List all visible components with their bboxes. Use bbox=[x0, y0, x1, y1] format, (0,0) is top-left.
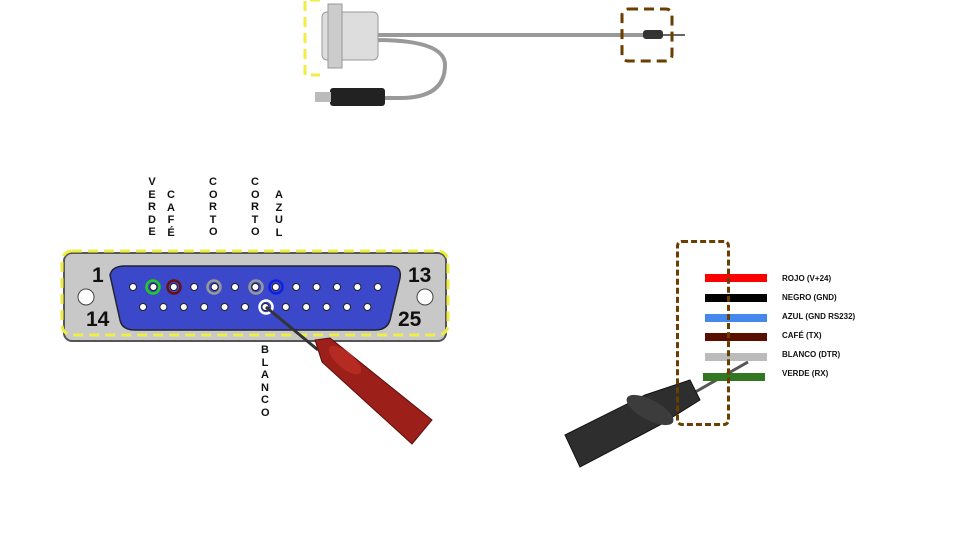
pin bbox=[210, 283, 219, 291]
pin bbox=[179, 303, 188, 311]
pin bbox=[333, 283, 341, 291]
cable-illustration bbox=[303, 0, 685, 106]
pin-number-13: 13 bbox=[408, 264, 432, 287]
pin bbox=[200, 303, 209, 311]
red-probe bbox=[265, 305, 433, 445]
pin bbox=[353, 283, 362, 291]
pin-label-blanco: BLANCO bbox=[261, 344, 270, 419]
wire-label-blanco: BLANCO (DTR) bbox=[782, 350, 841, 359]
wire-label-azul: AZUL (GND RS232) bbox=[782, 312, 856, 321]
pin bbox=[220, 303, 229, 311]
pin bbox=[159, 303, 168, 311]
pin bbox=[322, 303, 331, 311]
pin bbox=[190, 283, 199, 291]
wire-negro bbox=[705, 294, 767, 302]
pin-number-14: 14 bbox=[86, 308, 110, 331]
wire-cafe bbox=[705, 333, 767, 341]
pin bbox=[251, 283, 260, 291]
wire-azul bbox=[705, 314, 767, 322]
wire-label-verde: VERDE (RX) bbox=[782, 369, 829, 378]
pin bbox=[149, 283, 158, 291]
pin-number-25: 25 bbox=[398, 308, 422, 331]
wire-highlight-box bbox=[676, 240, 730, 426]
pin-highlight-blanco bbox=[258, 299, 274, 315]
pin bbox=[169, 283, 178, 291]
pin bbox=[302, 303, 311, 311]
pin bbox=[312, 283, 321, 291]
pin bbox=[373, 283, 382, 291]
pin-label-azul: AZUL bbox=[275, 189, 283, 239]
pin bbox=[281, 303, 290, 311]
pin-label-corto-2: CORTO bbox=[251, 176, 260, 238]
wire-verde bbox=[703, 373, 765, 381]
wire-blanco bbox=[705, 353, 767, 361]
pin bbox=[129, 283, 137, 291]
db25-connector bbox=[60, 249, 450, 342]
pin bbox=[241, 303, 249, 311]
pin bbox=[271, 283, 280, 291]
pin-label-cafe: CAFÉ bbox=[167, 189, 175, 239]
pin bbox=[231, 283, 239, 291]
pin bbox=[139, 303, 147, 311]
pin-number-1: 1 bbox=[92, 264, 104, 287]
pin-label-verde: VERDE bbox=[148, 176, 156, 238]
wire-label-cafe: CAFÉ (TX) bbox=[782, 331, 822, 340]
wire-label-negro: NEGRO (GND) bbox=[782, 293, 837, 302]
pin-label-corto-1: CORTO bbox=[209, 176, 218, 238]
wire-label-rojo: ROJO (V+24) bbox=[782, 274, 832, 283]
pin-highlight-verde bbox=[145, 279, 161, 295]
pin bbox=[363, 303, 372, 311]
pin bbox=[343, 303, 351, 311]
pin-highlight-azul bbox=[268, 279, 284, 295]
wire-rojo bbox=[705, 274, 767, 282]
pin bbox=[292, 283, 301, 291]
pin-highlight-cafe bbox=[166, 279, 182, 295]
pin-highlight-corto bbox=[248, 279, 264, 295]
pin-highlight-corto bbox=[206, 279, 222, 295]
